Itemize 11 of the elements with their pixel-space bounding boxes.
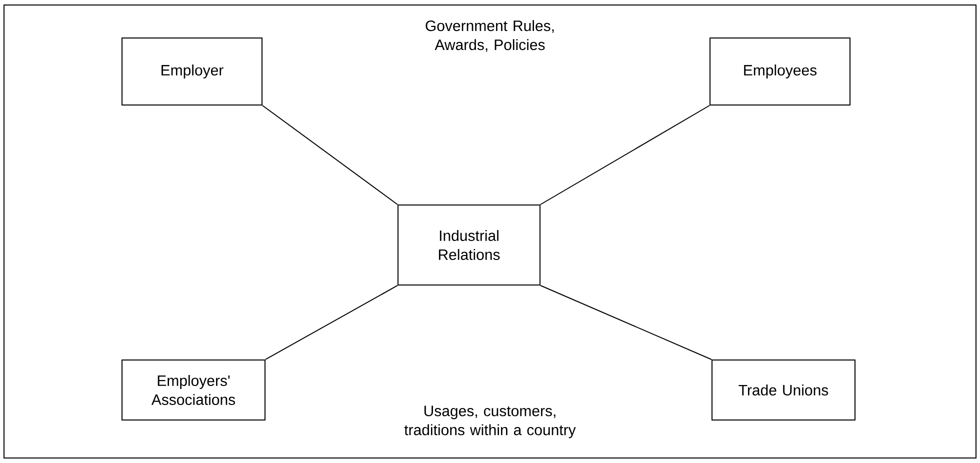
connector-line <box>265 285 398 360</box>
connector-line <box>262 105 398 205</box>
entity-box: Trade Unions <box>712 360 856 420</box>
entity-box: Employers' Associations <box>122 360 266 420</box>
center-box: Industrial Relations <box>398 204 540 286</box>
context-text: Usages, customers, traditions within a country <box>404 406 576 438</box>
entity-box: Employees <box>710 38 850 106</box>
connector-line <box>540 285 712 360</box>
connector-line <box>540 105 710 205</box>
context-text: Government Rules, Awards, Policies <box>426 20 554 52</box>
entity-box: Employer <box>122 38 262 106</box>
